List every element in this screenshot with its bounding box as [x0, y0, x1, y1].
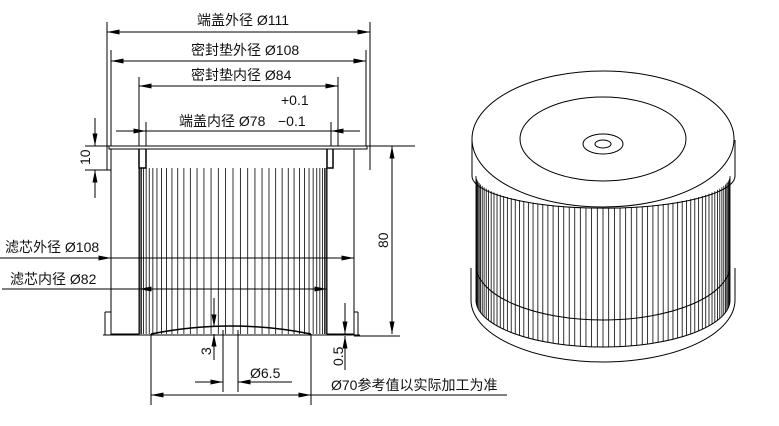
- bottom-cap: [470, 268, 736, 363]
- total-height-label: 80: [375, 232, 391, 248]
- top-cap-side: [471, 140, 736, 209]
- seal-inner-label: 密封垫内径 Ø84: [191, 67, 292, 83]
- arc-depth-label: 3: [198, 347, 214, 355]
- center-hub: [582, 133, 624, 155]
- dimension-lines: [0, 29, 507, 398]
- filter-pleats: [475, 176, 731, 347]
- isometric-view: [470, 70, 736, 363]
- end-cap-outer-label: 端盖外径 Ø111: [197, 12, 289, 28]
- center-hole: [594, 139, 612, 149]
- reference-note: Ø70参考值以实际加工为准: [331, 377, 497, 393]
- top-cap-face: [471, 70, 735, 208]
- top-cap-recess: [519, 96, 687, 182]
- cap-height-label: 10: [77, 149, 93, 165]
- element-inner-label: 滤芯内径 Ø82: [10, 271, 97, 287]
- seal-outer-label: 密封垫外径 Ø108: [191, 42, 299, 58]
- section-view: 端盖外径 Ø111 密封垫外径 Ø108 密封垫内径 Ø84 +0.1 端盖内径…: [0, 12, 507, 405]
- rim-gap-label: 0.5: [330, 346, 346, 366]
- left-end-cap-section: [110, 148, 140, 335]
- inner-seal-lip: [138, 149, 334, 169]
- end-cap-inner-label: 端盖内径 Ø78: [179, 113, 266, 129]
- tolerance-minus: −0.1: [278, 113, 306, 129]
- hole-dia-label: Ø6.5: [250, 365, 281, 381]
- filter-pleats-section: [138, 168, 328, 334]
- top-seal-gasket: [108, 145, 368, 150]
- bottom-arc: [150, 325, 312, 335]
- tolerance-plus: +0.1: [281, 92, 309, 108]
- element-outer-label: 滤芯外径 Ø108: [5, 239, 99, 255]
- right-end-cap-section: [326, 148, 355, 335]
